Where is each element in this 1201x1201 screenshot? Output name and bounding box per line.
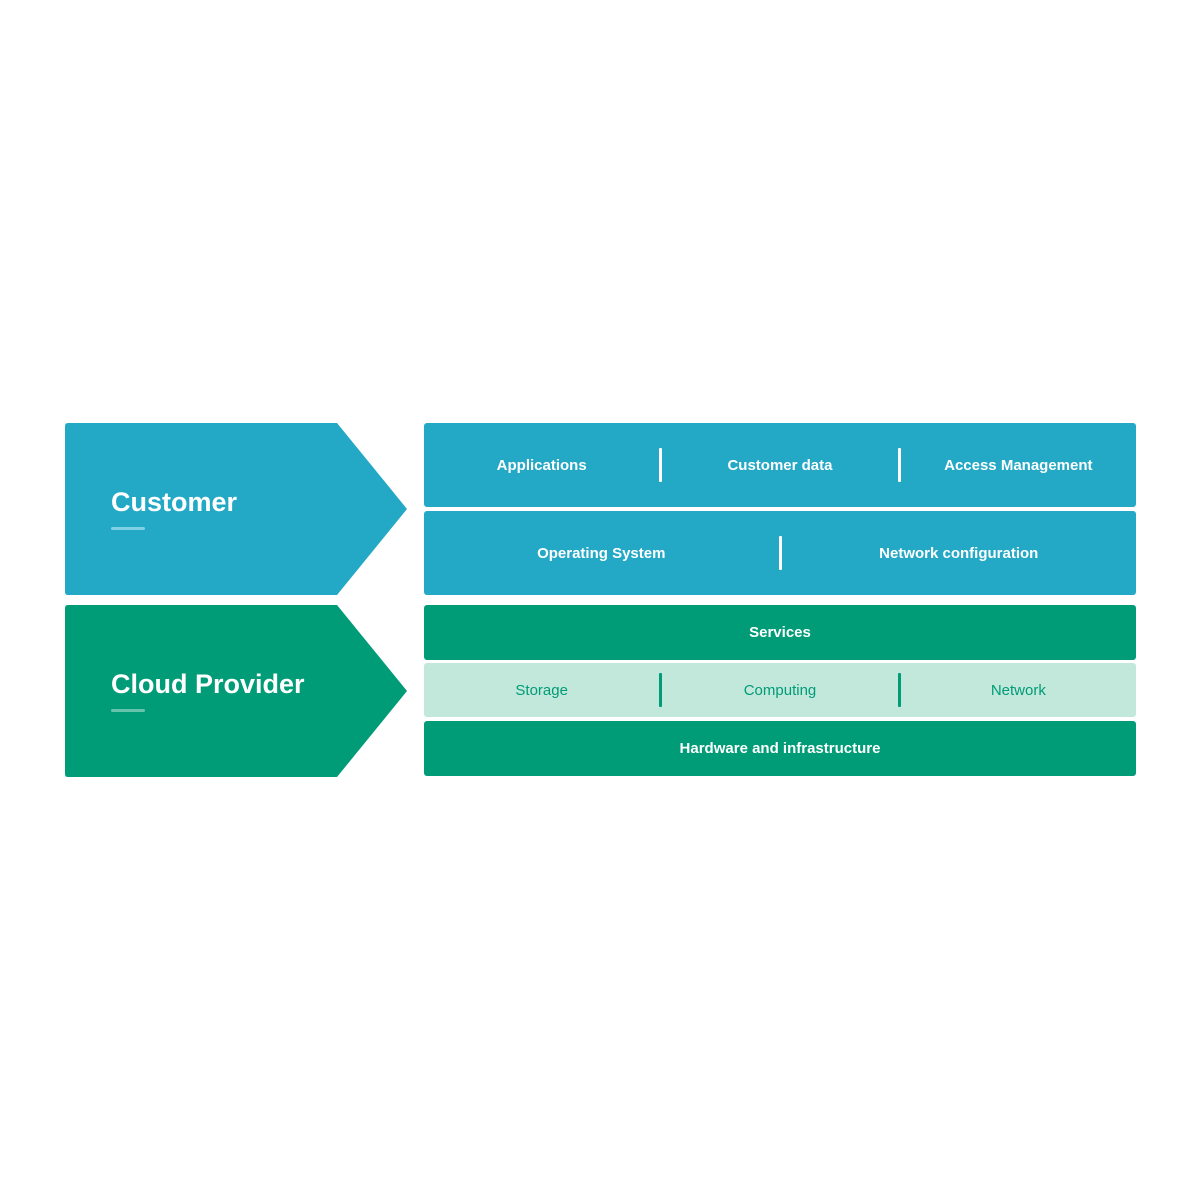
customer-row-os: Operating System Network configuration: [424, 511, 1136, 595]
divider: [897, 673, 901, 707]
access-management-label: Access Management: [944, 456, 1093, 474]
customer-row-apps: Applications Customer data Access Manage…: [424, 423, 1136, 507]
customer-arrow: Customer: [65, 423, 408, 595]
applications-label: Applications: [496, 456, 587, 474]
customer-data-label: Customer data: [727, 456, 833, 474]
divider: [659, 448, 663, 482]
customer-arrow-shape: [65, 423, 407, 595]
network-configuration-label: Network configuration: [879, 544, 1039, 562]
divider: [659, 673, 663, 707]
provider-row-hardware: Hardware and infrastructure: [424, 721, 1136, 776]
divider: [897, 448, 901, 482]
customer-title: Customer: [111, 487, 238, 517]
provider-arrow: Cloud Provider: [65, 605, 408, 777]
customer-title-underline: [111, 527, 145, 530]
network-label: Network: [990, 681, 1046, 699]
operating-system-label: Operating System: [537, 544, 666, 562]
provider-arrow-shape: [65, 605, 407, 777]
provider-title-underline: [111, 709, 145, 712]
services-label: Services: [749, 624, 811, 641]
provider-title: Cloud Provider: [111, 669, 305, 699]
divider: [778, 536, 782, 570]
computing-label: Computing: [743, 681, 817, 699]
provider-row-resources: Storage Computing Network: [424, 663, 1136, 717]
provider-row-services: Services: [424, 605, 1136, 660]
storage-label: Storage: [515, 681, 568, 699]
hardware-label: Hardware and infrastructure: [679, 740, 881, 757]
